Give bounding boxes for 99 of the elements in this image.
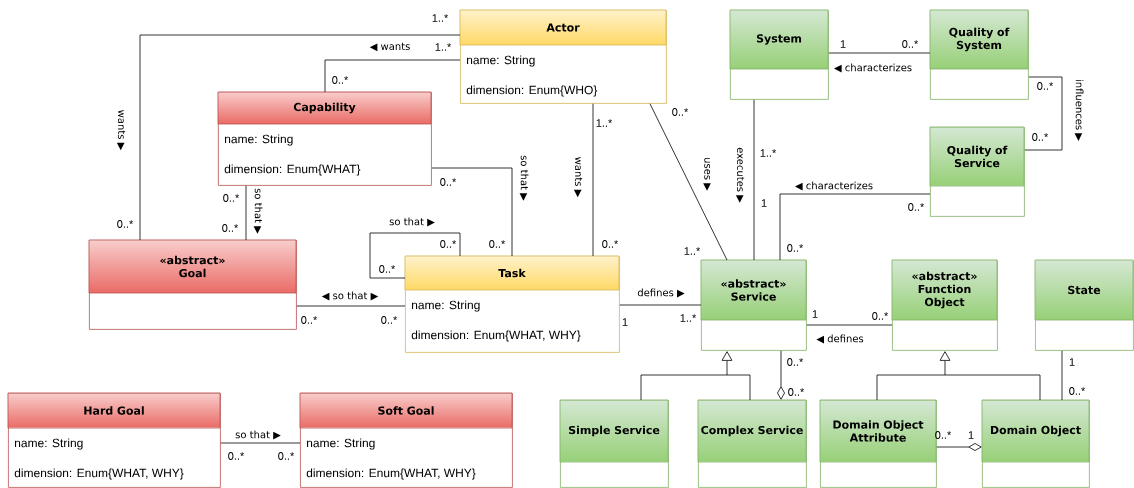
association-line <box>431 167 513 257</box>
edge-label: uses ▶ <box>702 156 712 192</box>
edge-label: influences ▶ <box>1073 78 1085 142</box>
association-line <box>1061 350 1063 401</box>
class-name: Quality of System <box>949 27 1010 52</box>
class-name: System <box>756 34 802 45</box>
association-line <box>779 193 931 261</box>
multiplicity-label: 0..* <box>489 240 506 248</box>
multiplicity-label: 0..* <box>1037 82 1054 90</box>
multiplicity-label: 0..* <box>440 240 457 248</box>
multiplicity-label: 0..* <box>379 265 396 273</box>
edge-label: wants ▶ <box>572 155 584 199</box>
multiplicity-label: 0..* <box>222 224 239 232</box>
multiplicity-label: 0..* <box>872 312 889 320</box>
multiplicity-label: 0..* <box>223 194 240 202</box>
edge-label: ◀ characterizes <box>832 62 914 74</box>
attribute-text: dimension: Enum{WHAT, WHY} <box>306 468 476 480</box>
multiplicity-label: 0..* <box>935 431 952 439</box>
multiplicity-label: 1..* <box>684 247 701 255</box>
multiplicity-label: 1 <box>1069 358 1075 366</box>
edge-label: wants ▶ <box>115 108 127 152</box>
class-name: Task <box>498 268 526 278</box>
class-name: State <box>1068 285 1101 295</box>
association-line <box>324 59 461 93</box>
association-line <box>806 324 893 326</box>
association-line <box>936 443 982 451</box>
multiplicity-label: 0..* <box>787 358 804 366</box>
attribute-text: dimension: Enum{WHAT, WHY} <box>14 468 184 480</box>
multiplicity-label: 0..* <box>1069 387 1086 395</box>
class-name: Simple Service <box>568 425 660 437</box>
attribute-text: name: String <box>467 55 535 67</box>
association-line <box>245 185 247 241</box>
generalization-arrow <box>876 351 1041 401</box>
stereotype-label: «abstract» <box>912 271 977 281</box>
edge-label: so that ▶ <box>518 154 530 202</box>
edge-label: so that ▶ <box>388 216 436 228</box>
multiplicity-label: 0..* <box>440 178 457 186</box>
generalization-arrow <box>640 351 751 401</box>
multiplicity-label: 0..* <box>381 316 398 324</box>
class-name: Complex Service <box>701 425 803 437</box>
edge-label: ◀ so that ▶ <box>320 290 380 302</box>
multiplicity-label: 1..* <box>680 314 697 322</box>
multiplicity-label: 0..* <box>902 40 919 48</box>
association-line <box>592 103 594 257</box>
association-line <box>753 99 755 261</box>
multiplicity-label: 1 <box>968 431 974 439</box>
multiplicity-label: 0..* <box>228 452 245 460</box>
association-line <box>220 442 301 444</box>
multiplicity-label: 0..* <box>602 240 619 248</box>
attribute-text: name: String <box>412 300 480 312</box>
class-name: Domain Object <box>991 425 1081 437</box>
multiplicity-label: 0..* <box>301 316 318 324</box>
stereotype-label: «abstract» <box>160 255 225 265</box>
class-name: Goal <box>179 268 206 278</box>
attribute-text: name: String <box>15 438 83 450</box>
multiplicity-label: 0..* <box>332 76 349 84</box>
attribute-text: dimension: Enum{WHAT, WHY} <box>411 330 581 342</box>
multiplicity-label: 0..* <box>278 452 295 460</box>
association-line <box>619 304 702 306</box>
edge-label: ◀ characterizes <box>793 180 875 192</box>
association-line <box>1024 76 1063 151</box>
edge-label: defines ▶ <box>636 287 686 299</box>
edge-label: ◀ defines <box>815 333 865 345</box>
multiplicity-label: 1..* <box>432 14 449 22</box>
attribute-text: name: String <box>225 134 293 146</box>
class-name: Function Object <box>918 284 971 309</box>
class-name: Capability <box>293 102 356 114</box>
multiplicity-label: 0..* <box>787 244 804 252</box>
association-line <box>777 350 785 400</box>
association-line <box>296 305 406 307</box>
multiplicity-label: 1..* <box>596 119 613 127</box>
class-name: Service <box>731 292 776 301</box>
class-name: Actor <box>546 23 580 32</box>
association-line <box>139 34 461 241</box>
multiplicity-label: 1..* <box>435 43 452 51</box>
attribute-text: dimension: Enum{WHO} <box>466 85 598 97</box>
multiplicity-label: 0..* <box>672 108 689 116</box>
class-name: Domain Object Attribute <box>833 420 924 442</box>
multiplicity-label: 1 <box>812 310 818 318</box>
multiplicity-label: 0..* <box>908 203 925 211</box>
multiplicity-label: 0..* <box>117 220 134 228</box>
edge-label: so that ▶ <box>234 429 282 441</box>
association-line <box>369 232 461 279</box>
class-name: Soft Goal <box>378 406 434 415</box>
association-line <box>649 103 728 261</box>
stereotype-label: «abstract» <box>721 279 786 288</box>
multiplicity-label: 1 <box>761 199 767 207</box>
edge-label: executes ▶ <box>734 146 746 204</box>
multiplicity-label: 1 <box>840 40 846 48</box>
edge-label: ◀ wants <box>368 41 412 53</box>
edge-label: so that ▶ <box>252 187 264 235</box>
association-line <box>828 52 931 54</box>
attribute-text: dimension: Enum{WHAT} <box>224 164 361 176</box>
class-name: Hard Goal <box>84 406 144 415</box>
attribute-text: name: String <box>307 438 375 450</box>
multiplicity-label: 0..* <box>1032 133 1049 141</box>
multiplicity-label: 0..* <box>788 388 805 396</box>
multiplicity-label: 1..* <box>760 149 777 157</box>
class-name: Quality of Service <box>947 145 1008 168</box>
